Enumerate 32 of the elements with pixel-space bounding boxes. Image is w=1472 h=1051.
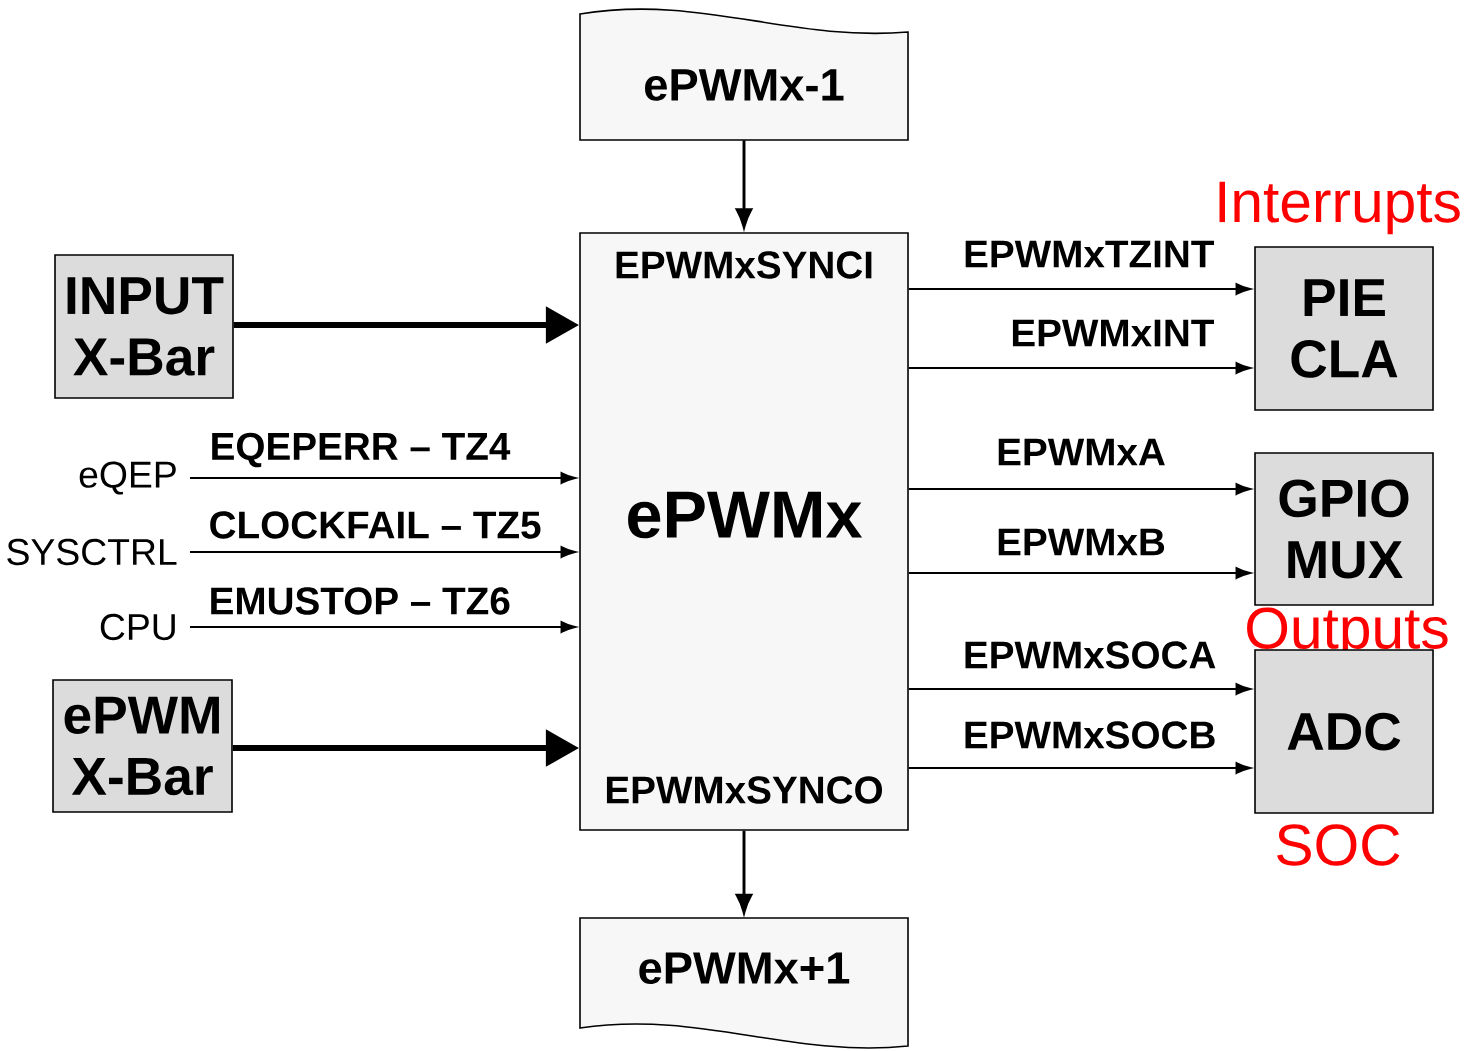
group-label: SOC [1277, 824, 1400, 866]
edge-label: EPWMxA [994, 437, 1168, 467]
arrow [189, 621, 576, 633]
arrow [735, 830, 753, 914]
edge-label: EPWMxB [994, 527, 1168, 557]
source-label: eQEP [79, 461, 176, 495]
edge-label: EPWMxTZINT [961, 239, 1216, 269]
source-label: SYSCTRL [7, 538, 177, 566]
block-box: GPIO MUX [1254, 452, 1434, 606]
arrow [189, 472, 576, 484]
edge-label: EPWMxINT [1009, 318, 1216, 348]
module-box: EPWMxSYNCI ePWMx EPWMxSYNCO [579, 232, 909, 831]
edge-label: EQEPERR – TZ4 [208, 431, 512, 469]
edge-label: CLOCKFAIL – TZ5 [207, 510, 543, 541]
arrow [907, 567, 1251, 579]
arrow [907, 683, 1251, 695]
arrow [907, 362, 1251, 374]
block-box: ADC [1254, 649, 1434, 814]
block-box: ePWM X-Bar [52, 679, 233, 813]
source-label: CPU [100, 613, 175, 641]
edge-label: EPWMxSOCA [961, 640, 1218, 671]
arrow [189, 546, 576, 558]
document-box: ePWMx-1 [579, 8, 909, 141]
edge-label: EPWMxSOCB [961, 720, 1218, 751]
document-box: ePWMx+1 [579, 917, 909, 1049]
block-box: INPUT X-Bar [54, 254, 234, 399]
arrow [907, 483, 1251, 495]
block-box: PIE CLA [1254, 246, 1434, 411]
arrow [907, 283, 1251, 295]
arrow [907, 762, 1251, 774]
edge-label: EMUSTOP – TZ6 [207, 586, 513, 617]
group-label: Interrupts [1219, 181, 1460, 235]
